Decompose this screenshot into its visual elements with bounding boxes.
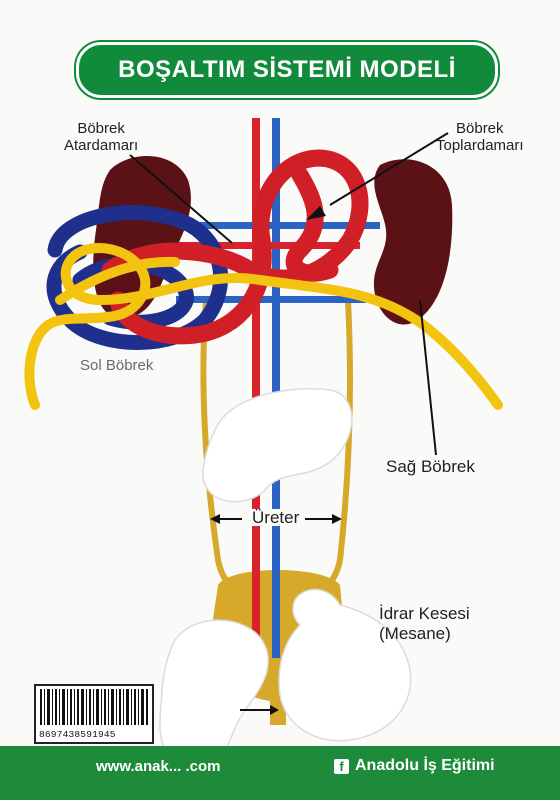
foam-bladder [278, 588, 412, 742]
label-ureter: Üreter [250, 508, 302, 527]
pointer-right-vein-arrow [306, 206, 326, 220]
label-right-vein: Böbrek Toplardamarı [436, 120, 524, 154]
pointer-left-artery [129, 154, 233, 244]
footer-brand: f Anadolu İş Eğitimi [334, 757, 495, 775]
yellow-rope [24, 243, 503, 410]
vein-vertical [272, 118, 280, 658]
facebook-icon: f [334, 758, 349, 774]
left-kidney [93, 156, 191, 319]
title-banner: BOŞALTIM SİSTEMİ MODELİ [76, 42, 498, 98]
pointer-bladder-arrow [270, 705, 279, 715]
label-left-kidney: Sol Böbrek [80, 357, 154, 374]
label-bladder: İdrar Kesesi (Mesane) [379, 604, 470, 643]
right-kidney [373, 159, 453, 325]
label-right-kidney: Sağ Böbrek [386, 457, 475, 476]
pointer-right-kidney [419, 299, 437, 456]
pointer-right-vein [329, 132, 449, 206]
barcode: 8697438591945 [34, 684, 154, 744]
barcode-bars [40, 689, 148, 725]
barcode-number: 8697438591945 [39, 729, 116, 740]
page-title: BOŞALTIM SİSTEMİ MODELİ [118, 56, 456, 83]
artery-vertical [252, 118, 260, 658]
footer-brand-text: Anadolu İş Eğitimi [355, 757, 495, 774]
foam-kidney-2 [159, 619, 269, 773]
red-rope [101, 149, 369, 345]
lower-vein [176, 296, 366, 303]
footer-bar: www.anak... .com f Anadolu İş Eğitimi [0, 746, 560, 800]
label-left-artery: Böbrek Atardamarı [64, 120, 139, 154]
footer-url: www.anak... .com [96, 758, 221, 775]
foam-kidney-1 [202, 388, 353, 503]
